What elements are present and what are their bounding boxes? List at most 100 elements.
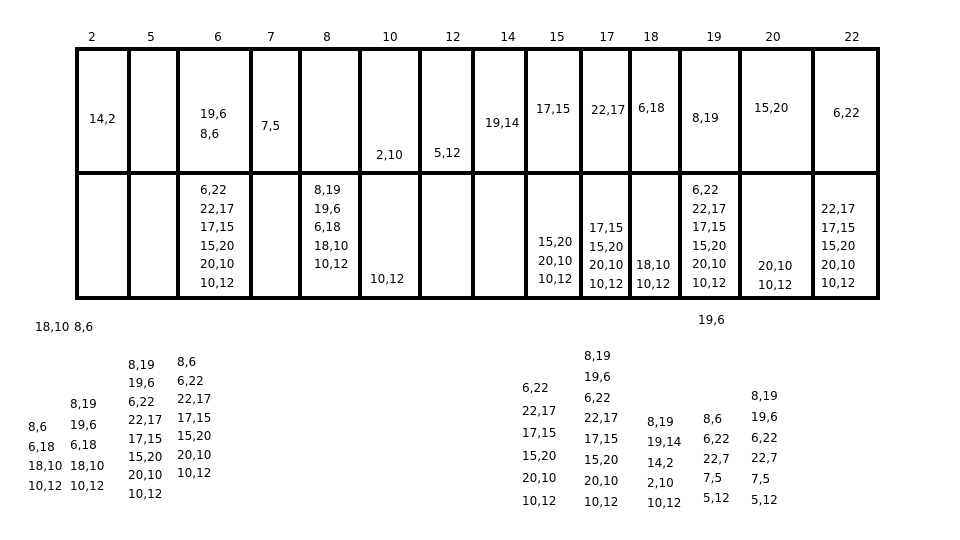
stack-label: 8,6 [177, 355, 197, 369]
bottom-cell-label: 10,12 [821, 276, 856, 290]
stack-label: 22,17 [522, 403, 557, 418]
loose-label: 19,6 [698, 313, 725, 327]
stack-label: 20,10 [128, 468, 163, 483]
stack-label: 10,12 [584, 494, 619, 509]
stack-label: 8,19 [584, 349, 611, 363]
bottom-cell-label: 22,17 [692, 201, 727, 216]
row-divider [79, 171, 876, 175]
top-cell-label: 19,14 [485, 116, 520, 130]
bottom-cell-label: 20,10 [200, 257, 235, 271]
column-header: 10 [382, 30, 398, 44]
stack-label: 10,12 [522, 493, 557, 508]
stack-label: 8,19 [751, 389, 778, 403]
column-divider [127, 51, 131, 296]
stack-label: 5,12 [703, 491, 730, 506]
bottom-cell-label: 18,10 [314, 238, 349, 253]
stack-label: 19,6 [128, 376, 155, 391]
top-cell-label: 6,18 [638, 101, 665, 115]
column-divider [176, 51, 180, 296]
stack-label: 22,7 [703, 451, 730, 466]
top-cell-label: 6,22 [833, 106, 860, 120]
stack-label: 6,22 [522, 381, 549, 395]
stack-label: 7,5 [751, 472, 771, 487]
column-divider [249, 51, 253, 296]
stack-label: 18,10 [70, 458, 105, 473]
column-divider [628, 51, 632, 296]
stack-label: 17,15 [584, 432, 619, 447]
bottom-cell-label: 15,20 [821, 239, 856, 253]
column-header: 8 [323, 30, 331, 44]
top-cell-label: 8,6 [200, 127, 220, 141]
column-header: 7 [267, 30, 275, 44]
stack-label: 19,14 [647, 435, 682, 450]
stack-label: 15,20 [177, 429, 212, 443]
column-header: 15 [549, 30, 565, 44]
stack-label: 6,18 [70, 438, 97, 452]
bottom-cell-stack: 10,12 [370, 270, 404, 289]
stack-label: 6,22 [751, 430, 778, 445]
bottom-cell-label: 15,20 [538, 235, 573, 249]
stack-label: 8,19 [70, 397, 97, 411]
bottom-cell-label: 17,15 [692, 220, 727, 234]
stack-label: 10,12 [647, 496, 682, 511]
stack-label: 10,12 [177, 466, 212, 480]
stack-label: 18,10 [28, 459, 63, 473]
stack-label: 5,12 [751, 492, 778, 507]
top-cell-label: 14,2 [89, 112, 116, 126]
bottom-cell-label: 10,12 [589, 276, 624, 291]
stack-label: 22,17 [584, 411, 619, 426]
bottom-cell-label: 19,6 [314, 201, 341, 216]
stack-label: 22,7 [751, 451, 778, 466]
bottom-cell-label: 22,17 [821, 202, 856, 216]
bottom-cell-label: 6,22 [200, 183, 227, 197]
bottom-cell-label: 10,12 [538, 272, 573, 286]
stack-label: 17,15 [128, 431, 163, 446]
stack-label: 22,17 [177, 392, 212, 406]
stack-label: 20,10 [584, 473, 619, 488]
column-divider [579, 51, 583, 296]
bottom-cell-label: 15,20 [692, 238, 727, 253]
bottom-cell-label: 17,15 [589, 221, 624, 235]
stack-label: 6,18 [28, 439, 55, 454]
stack-label: 6,22 [177, 373, 204, 388]
stack-label: 10,12 [70, 479, 105, 493]
bottom-cell-label: 22,17 [200, 201, 235, 216]
bottom-cell-label: 10,12 [636, 276, 671, 291]
bottom-cell-label: 17,15 [200, 220, 235, 234]
column-divider [471, 51, 475, 296]
loose-label: 8,6 [74, 320, 94, 334]
bottom-cell-label: 20,10 [758, 259, 793, 273]
column-divider [524, 51, 528, 296]
bottom-cell-label: 10,12 [758, 277, 793, 292]
bottom-cell-label: 8,19 [314, 183, 341, 197]
stack-label: 8,6 [703, 412, 723, 426]
stack-label: 15,20 [128, 450, 163, 465]
column-header: 20 [765, 30, 781, 44]
column-header: 12 [445, 30, 461, 44]
bottom-cell-label: 17,15 [821, 220, 856, 235]
stack-label: 8,19 [647, 415, 674, 429]
stack-label: 7,5 [703, 471, 723, 486]
top-cell-label: 15,20 [754, 101, 789, 115]
stack-label: 6,22 [584, 390, 611, 405]
bottom-cell-label: 15,20 [200, 238, 235, 253]
column-divider [298, 51, 302, 296]
column-header: 22 [844, 30, 860, 44]
column-header: 14 [500, 30, 516, 44]
stack-label: 8,19 [128, 358, 155, 372]
column-divider [418, 51, 422, 296]
bottom-cell-label: 10,12 [370, 272, 405, 286]
bottom-cell-label: 6,22 [692, 183, 719, 197]
